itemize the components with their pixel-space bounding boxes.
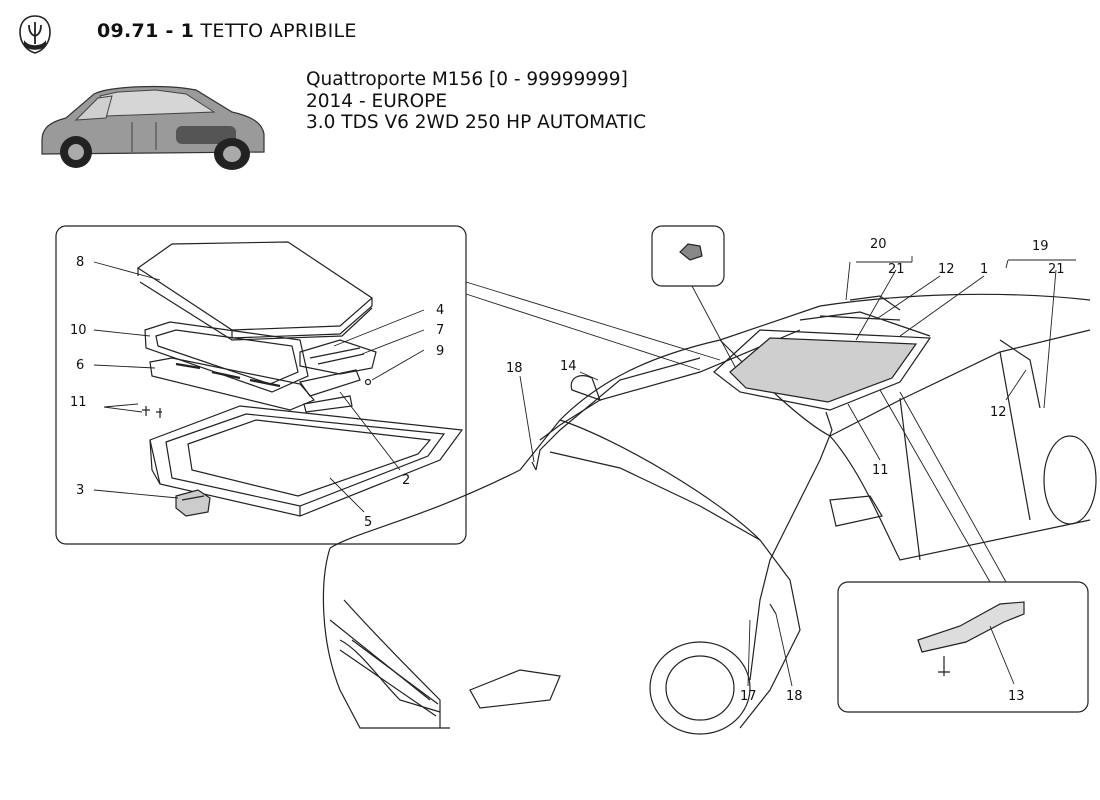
callout-19: 19 — [1032, 239, 1049, 254]
diagram-code: 09.71 - 1 — [97, 20, 195, 42]
clip-detail-panel — [651, 225, 725, 287]
callout-2: 2 — [402, 473, 410, 488]
callout-4: 4 — [436, 303, 444, 318]
car-thumbnail-image — [41, 85, 265, 170]
seal-frame — [144, 321, 309, 393]
glass-panel — [136, 241, 373, 341]
engine-line: 3.0 TDS V6 2WD 250 HP AUTOMATIC — [306, 112, 647, 133]
year-region: 2014 - EUROPE — [306, 90, 448, 112]
callout-12: 12 — [938, 262, 955, 277]
callout-20: 20 — [870, 237, 887, 252]
vehicle-info: Quattroporte M156 [0 - 99999999] 2014 - … — [306, 69, 646, 134]
hinge — [917, 601, 1025, 676]
roof-opening — [713, 311, 932, 411]
callout-6: 6 — [76, 358, 84, 373]
diagram-title: TETTO APRIBILE — [200, 20, 357, 42]
callout-14: 14 — [560, 359, 577, 374]
callout-1: 1 — [980, 262, 988, 277]
callout-7: 7 — [436, 323, 444, 338]
callout-11: 11 — [872, 463, 889, 478]
sunroof-motor — [175, 489, 211, 517]
callout-18: 18 — [786, 689, 803, 704]
callout-10: 10 — [70, 323, 87, 338]
callout-12: 12 — [990, 405, 1007, 420]
screws — [142, 406, 162, 418]
drive-mechanism — [298, 339, 377, 413]
callout-3: 3 — [76, 483, 84, 498]
callout-17: 17 — [740, 689, 757, 704]
page-title: 09.71 - 1 TETTO APRIBILE — [97, 20, 357, 42]
deflector-frame — [149, 357, 316, 411]
callout-18: 18 — [506, 361, 523, 376]
drain-hoses — [531, 295, 1041, 681]
callout-11: 11 — [70, 395, 87, 410]
roof-frame — [149, 405, 464, 517]
car-body-outline — [322, 293, 1097, 735]
callout-13: 13 — [1008, 689, 1025, 704]
hinge-detail-panel — [837, 581, 1089, 713]
callout-21: 21 — [888, 262, 905, 277]
callout-9: 9 — [436, 344, 444, 359]
maserati-logo — [19, 15, 51, 54]
callout-5: 5 — [364, 515, 372, 530]
sunroof-exploded-panel — [55, 225, 467, 545]
callout-8: 8 — [76, 255, 84, 270]
callout-21: 21 — [1048, 262, 1065, 277]
model-line: Quattroporte M156 [0 - 99999999] — [306, 69, 628, 90]
